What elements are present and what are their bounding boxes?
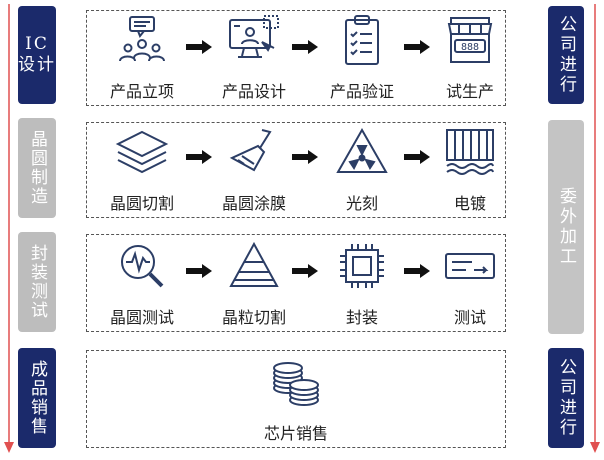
right-label-inhouse-top: 公司进行	[548, 6, 584, 104]
flow-arrow	[404, 150, 430, 164]
flow-arrow	[404, 264, 430, 278]
step-label: 产品验证	[329, 82, 394, 101]
step-trial-production: 888 试生产	[420, 14, 520, 104]
step-lithography: 光刻	[312, 126, 412, 216]
flow-arrow	[186, 264, 212, 278]
step-label: 试生产	[445, 82, 494, 101]
flow-arrow	[186, 150, 212, 164]
shop-storefront-icon: 888	[447, 17, 493, 63]
right-flow-arrow	[590, 4, 600, 453]
step-label: 产品设计	[221, 82, 286, 101]
left-flow-arrow	[4, 4, 14, 453]
flow-arrow	[292, 150, 318, 164]
row-package-test	[86, 234, 506, 332]
layered-pyramid-icon	[229, 241, 279, 287]
stage-label-sales: 成品销售	[18, 348, 56, 448]
team-meeting-icon	[119, 16, 165, 62]
magnifier-waveform-icon	[121, 245, 164, 288]
chip-icon	[340, 244, 384, 288]
step-product-design: 产品设计	[204, 14, 304, 104]
checklist-clipboard-icon	[345, 15, 379, 65]
step-chip-sales: 芯片销售	[246, 356, 346, 446]
right-label-inhouse-bottom: 公司进行	[548, 348, 584, 448]
step-packaging: 封装	[312, 240, 412, 330]
step-die-cutting: 晶粒切割	[204, 240, 304, 330]
step-wafer-testing: 晶圆测试	[92, 240, 192, 330]
row-sales	[86, 350, 506, 448]
layered-wafer-icon	[115, 130, 169, 174]
step-label: 晶圆切割	[109, 194, 174, 213]
plating-tank-icon	[446, 129, 494, 175]
row-wafer-fab	[86, 122, 506, 218]
flow-arrow	[292, 40, 318, 54]
step-label: 晶圆涂膜	[221, 194, 286, 213]
radiation-warning-icon	[336, 127, 388, 173]
coin-stacks-icon	[273, 362, 319, 406]
step-electroplating: 电镀	[420, 126, 520, 216]
flow-arrow	[292, 264, 318, 278]
step-label: 测试	[453, 308, 486, 327]
step-label: 电镀	[453, 194, 486, 213]
right-label-outsourced: 委外加工	[548, 120, 584, 334]
row-ic-design	[86, 10, 506, 106]
computer-design-icon	[229, 15, 279, 58]
step-wafer-cutting: 晶圆切割	[92, 126, 192, 216]
step-product-initiation: 产品立项	[92, 14, 192, 104]
step-product-verification: 产品验证	[312, 14, 412, 104]
step-final-testing: 测试	[420, 240, 520, 330]
step-label: 产品立项	[109, 82, 174, 101]
stage-label-line2: 设计	[18, 55, 56, 75]
stage-label-ic-design: IC 设计	[18, 6, 56, 104]
step-label: 光刻	[345, 194, 378, 213]
step-label: 晶粒切割	[221, 308, 286, 327]
step-label: 晶圆测试	[109, 308, 174, 327]
stage-label-line1: IC	[25, 34, 49, 54]
step-label: 芯片销售	[263, 424, 328, 443]
flow-arrow	[186, 40, 212, 54]
step-label: 封装	[345, 308, 378, 327]
stage-label-package-test: 封装测试	[18, 232, 56, 332]
flow-arrow	[404, 40, 430, 54]
svg-text:888: 888	[461, 42, 479, 53]
step-wafer-coating: 晶圆涂膜	[204, 126, 304, 216]
test-card-icon	[445, 253, 495, 279]
paint-brush-icon	[229, 129, 272, 172]
stage-label-wafer-fab: 晶圆制造	[18, 118, 56, 218]
